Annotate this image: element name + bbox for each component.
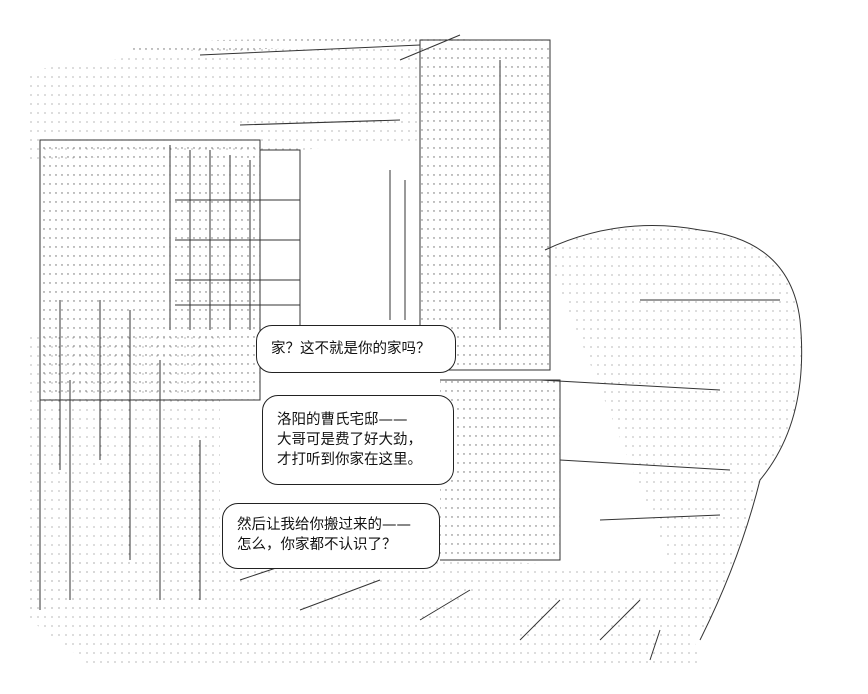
speech-bubble-2: 洛阳的曹氏宅邸—— 大哥可是费了好大劲， 才打听到你家在这里。 [262,395,454,485]
roof-area [30,40,420,160]
ground [30,560,700,665]
dialogue-line: 然后让我给你搬过来的—— [237,517,411,533]
speech-bubble-3: 然后让我给你搬过来的—— 怎么，你家都不认识了？ [222,503,440,569]
dialogue-line: 大哥可是费了好大劲， [277,432,422,448]
dialogue-line: 洛阳的曹氏宅邸—— [277,412,408,428]
tree [544,225,803,641]
dialogue-line: 家？这不就是你的家吗？ [271,341,431,357]
dialogue-line: 怎么，你家都不认识了？ [237,537,397,553]
speech-bubble-1: 家？这不就是你的家吗？ [256,325,456,373]
dialogue-line: 才打听到你家在这里。 [277,452,422,468]
right-building [419,39,551,371]
